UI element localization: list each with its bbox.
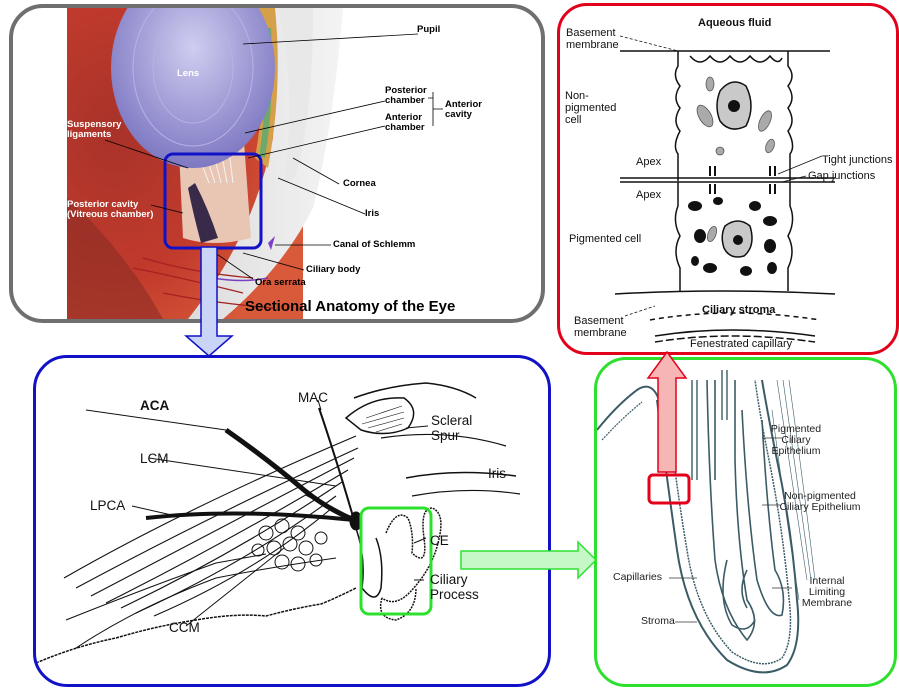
ccm-label: CCM: [169, 620, 200, 635]
iris-label-sketch: Iris: [488, 466, 506, 481]
ciliary-process-histology-panel: Pigmented Ciliary Epithelium Non-pigment…: [594, 357, 897, 687]
eye-panel-title: Sectional Anatomy of the Eye: [245, 298, 455, 315]
ciliary-epithelium-cell-panel: Aqueous fluid Basement membrane Non-pigm…: [557, 3, 899, 355]
pigmented-epithelium-label: Pigmented Ciliary Epithelium: [765, 424, 827, 457]
lpca-label: LPCA: [90, 498, 125, 513]
anterior-chamber-label: Anterior chamber: [385, 113, 437, 133]
lens-label: Lens: [177, 69, 199, 79]
ciliary-body-sketch-panel: ACA MAC Scleral Spur LCM Iris LPCA CE Ci…: [33, 355, 551, 687]
suspensory-ligaments-label: Suspensory ligaments: [67, 120, 137, 140]
basement-membrane-top-label: Basement membrane: [566, 27, 636, 51]
anterior-cavity-label: Anterior cavity: [445, 100, 493, 120]
ciliary-process-sketch: [597, 360, 894, 684]
eye-anatomy-panel: Pupil Lens Posterior chamber Anterior ch…: [9, 4, 545, 323]
capillaries-label: Capillaries: [613, 572, 662, 583]
ciliary-process-label: Ciliary Process: [430, 572, 490, 602]
aca-label: ACA: [140, 398, 169, 413]
posterior-chamber-label: Posterior chamber: [385, 86, 437, 106]
ciliary-stroma-label: Ciliary stroma: [702, 304, 775, 316]
iris-label-eye: Iris: [365, 209, 379, 219]
internal-limiting-membrane-label: Internal Limiting Membrane: [792, 576, 862, 609]
lcm-label: LCM: [140, 451, 169, 466]
fenestrated-capillary-label: Fenestrated capillary: [690, 338, 792, 350]
ciliary-body-label: Ciliary body: [306, 265, 360, 275]
cornea-label: Cornea: [343, 179, 376, 189]
mac-label: MAC: [298, 390, 328, 405]
stroma-label: Stroma: [641, 616, 675, 627]
gap-junctions-label: Gap junctions: [808, 170, 875, 182]
posterior-cavity-label: Posterior cavity (Vitreous chamber): [67, 200, 163, 220]
apex-label-2: Apex: [636, 189, 661, 201]
pigmented-cell-label: Pigmented cell: [569, 233, 641, 245]
basement-membrane-bottom-label: Basement membrane: [574, 315, 644, 339]
ciliary-body-sketch: [36, 358, 548, 684]
non-pigmented-epithelium-label: Non-pigmented Ciliary Epithelium: [773, 491, 867, 513]
pupil-label: Pupil: [417, 25, 440, 35]
apex-label-1: Apex: [636, 156, 661, 168]
scleral-spur-label: Scleral Spur: [431, 413, 491, 443]
canal-of-schlemm-label: Canal of Schlemm: [333, 240, 415, 250]
tight-junctions-label: Tight junctions: [822, 154, 893, 166]
ce-label: CE: [430, 533, 449, 548]
eye-illustration: [13, 8, 541, 319]
ora-serrata-label: Ora serrata: [255, 278, 306, 288]
non-pigmented-cell-label: Non-pigmented cell: [565, 90, 635, 126]
aqueous-fluid-label: Aqueous fluid: [698, 17, 771, 29]
